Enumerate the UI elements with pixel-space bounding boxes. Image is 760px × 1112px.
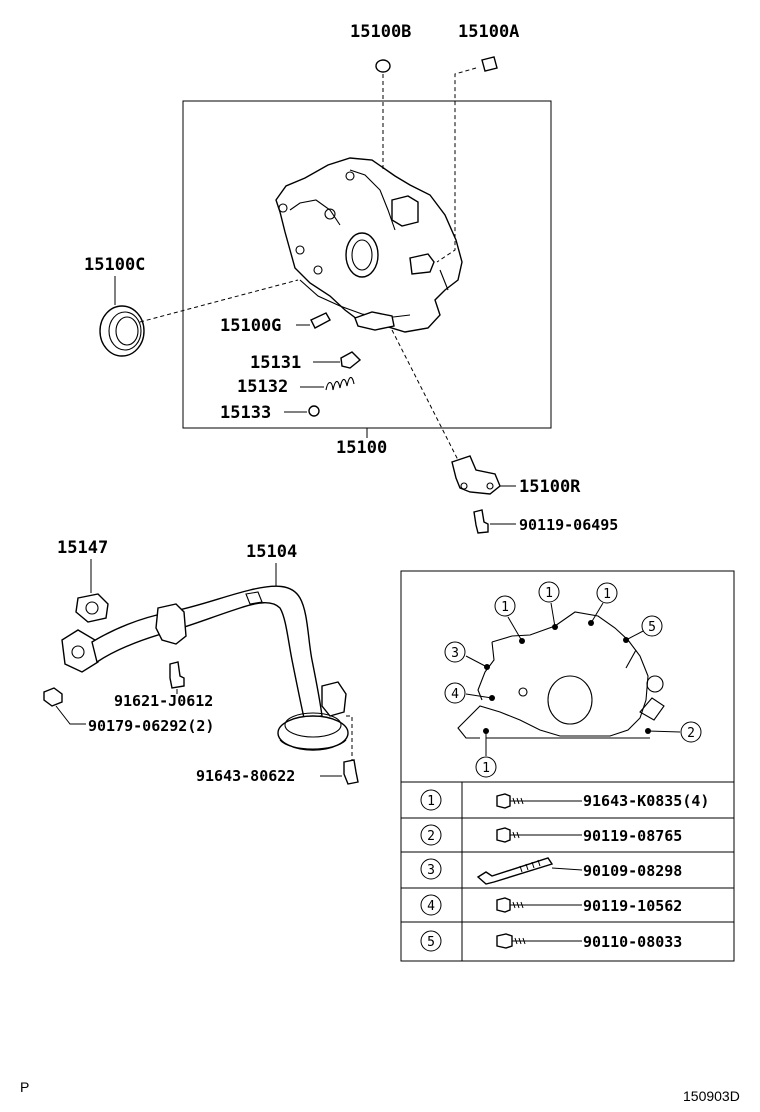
- label-15147: 15147: [57, 538, 108, 558]
- spring-15132: [325, 376, 355, 391]
- svg-text:1: 1: [545, 586, 553, 601]
- oil-strainer-15104: [61, 585, 349, 751]
- svg-text:1: 1: [482, 761, 490, 776]
- bolt-91621-J0612: [169, 661, 185, 689]
- svg-text:4: 4: [451, 687, 459, 702]
- callout-1a: 1: [494, 595, 523, 642]
- label-15100R: 15100R: [519, 477, 581, 497]
- callout-5: 5: [625, 615, 663, 641]
- svg-text:5: 5: [648, 620, 656, 635]
- plunger-15131: [340, 351, 362, 369]
- relief-valve-15100R: [451, 455, 501, 495]
- label-91643-80622: 91643-80622: [196, 767, 295, 785]
- label-15100A: 15100A: [458, 22, 519, 42]
- label-15133: 15133: [220, 403, 271, 423]
- callout-4: 4: [444, 682, 493, 704]
- svg-text:1: 1: [427, 794, 435, 809]
- bolt-table-row-4: 4 90119-10562: [420, 894, 682, 916]
- callout-2: 2: [647, 721, 702, 743]
- label-15100C: 15100C: [84, 255, 145, 275]
- label-15100: 15100: [336, 438, 387, 458]
- callout-1b: 1: [538, 581, 560, 628]
- svg-text:90110-08033: 90110-08033: [583, 933, 682, 951]
- label-90119-06495: 90119-06495: [519, 516, 618, 534]
- bolt-table-row-1: 1 91643-K0835(4): [420, 789, 709, 811]
- svg-text:91643-K0835(4): 91643-K0835(4): [583, 792, 709, 810]
- svg-text:5: 5: [427, 935, 435, 950]
- bolt-91643-80622: [343, 759, 359, 785]
- bolt-90119-06495: [473, 509, 489, 534]
- bolt-table-row-5: 5 90110-08033: [420, 930, 682, 952]
- nut-90179-06292: [43, 687, 63, 707]
- pin-15100A: [481, 56, 498, 72]
- svg-text:90119-08765: 90119-08765: [583, 827, 682, 845]
- svg-text:4: 4: [427, 899, 435, 914]
- o-ring-15100B: [375, 59, 391, 73]
- gasket-15147: [75, 593, 109, 623]
- bolt-table-row-2: 2 90119-08765: [420, 824, 682, 846]
- oil-seal-15100C: [99, 305, 145, 357]
- label-15100G: 15100G: [220, 316, 281, 336]
- callout-1d: 1: [475, 731, 497, 778]
- bolt-location-panel: [400, 570, 735, 962]
- bolt-table-row-3: 3 90109-08298: [420, 857, 682, 885]
- callout-3: 3: [444, 641, 488, 668]
- stud-15100G: [310, 312, 331, 329]
- label-15131: 15131: [250, 353, 301, 373]
- pump-bolt-layout: [457, 611, 665, 739]
- oil-pump-body: [275, 157, 463, 333]
- plug-15133: [308, 405, 320, 417]
- diagram-number: 150903D: [683, 1088, 740, 1104]
- corner-left-code: P: [20, 1079, 29, 1095]
- label-91621-J0612: 91621-J0612: [114, 692, 213, 710]
- svg-text:3: 3: [427, 863, 435, 878]
- svg-text:2: 2: [427, 829, 435, 844]
- svg-text:2: 2: [687, 726, 695, 741]
- svg-text:90119-10562: 90119-10562: [583, 897, 682, 915]
- label-15132: 15132: [237, 377, 288, 397]
- callout-1c: 1: [590, 582, 618, 624]
- svg-text:1: 1: [501, 600, 509, 615]
- label-90179-06292: 90179-06292(2): [88, 717, 214, 735]
- svg-text:90109-08298: 90109-08298: [583, 862, 682, 880]
- svg-text:3: 3: [451, 646, 459, 661]
- svg-text:1: 1: [603, 587, 611, 602]
- label-15104: 15104: [246, 542, 297, 562]
- label-15100B: 15100B: [350, 22, 411, 42]
